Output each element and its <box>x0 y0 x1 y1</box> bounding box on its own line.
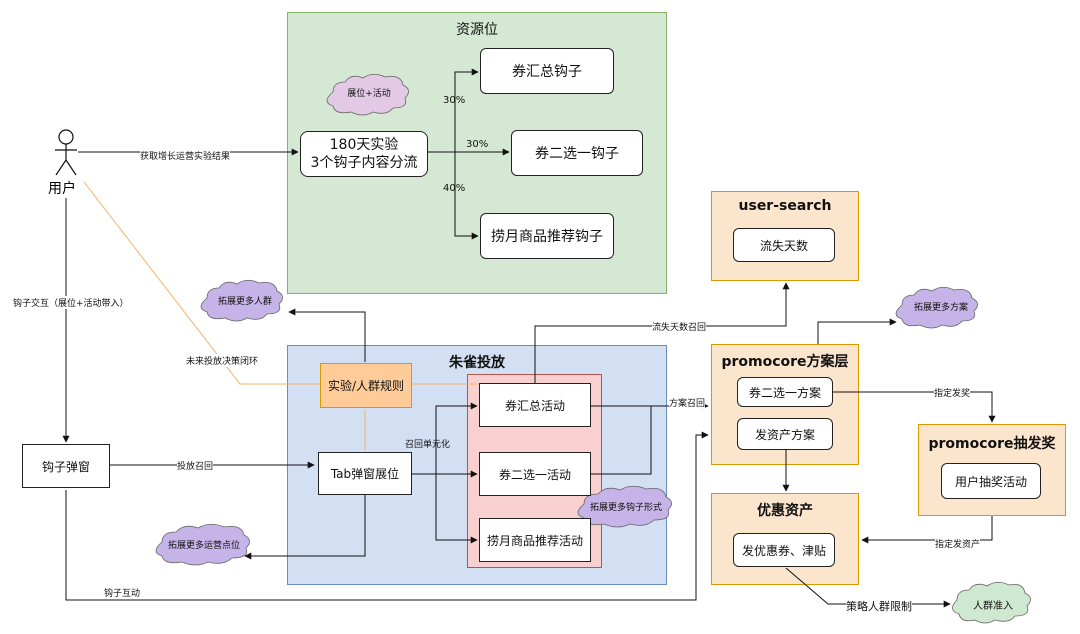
hook-laoyue-box[interactable]: 捞月商品推荐钩子 <box>480 213 614 259</box>
hook-popup-box[interactable]: 钩子弹窗 <box>22 444 110 488</box>
plan-choose-box[interactable]: 券二选一方案 <box>737 377 833 407</box>
label-hook-interact: 钩子互动 <box>104 589 141 599</box>
act-choose-box[interactable]: 券二选一活动 <box>479 452 591 496</box>
arrow-expand-plan <box>817 318 897 344</box>
label-strategy-limit: 策略人群限制 <box>846 598 912 614</box>
cloud-crowd-access-shape <box>952 581 1031 624</box>
promocore-plan-title: promocore方案层 <box>721 354 849 370</box>
arrow-act-laoyue <box>435 474 478 544</box>
cloud-crowd-access: 人群准入 <box>973 600 1013 612</box>
user-search-title: user-search <box>738 198 832 214</box>
experiment-rule-box[interactable]: 实验/人群规则 <box>320 363 412 408</box>
cloud-expand-slot: 拓展更多运营点位 <box>167 540 240 551</box>
cloud-expand-plan-shape <box>895 286 978 329</box>
label-pct-3: 40% <box>443 183 466 194</box>
arrow-expand-crowd <box>288 308 366 362</box>
act-laoyue-box[interactable]: 捞月商品推荐活动 <box>479 518 591 562</box>
label-pct-2: 30% <box>466 139 489 150</box>
arrow-hook-interact <box>65 431 709 601</box>
arrow-hook-laoyue <box>454 152 479 240</box>
act-summary-box[interactable]: 券汇总活动 <box>479 383 591 427</box>
hook-choose-box[interactable]: 券二选一钩子 <box>511 130 643 176</box>
arrow-expand-slot <box>244 495 366 560</box>
line-plan-recall-join <box>591 406 652 475</box>
label-specify-asset: 指定发资产 <box>935 537 981 550</box>
cloud-expand-crowd: 拓展更多人群 <box>217 296 272 307</box>
zhuque-region-title: 朱雀投放 <box>449 355 505 371</box>
arrow-lost-recall <box>534 282 790 383</box>
user-actor-figure <box>55 129 77 176</box>
experiment-box-label: 180天实验 3个钩子内容分流 <box>310 137 418 171</box>
arrow-specify-asset <box>861 516 993 544</box>
experiment-box[interactable]: 180天实验 3个钩子内容分流 <box>300 131 428 177</box>
label-get-result: 获取增长运营实验结果 <box>140 149 231 162</box>
cloud-expand-hook-shape <box>577 485 672 528</box>
arrow-hook-summary <box>454 68 479 152</box>
promocore-lottery-title: promocore抽发奖 <box>928 436 1056 452</box>
cloud-expand-hook: 拓展更多钩子形式 <box>589 502 662 513</box>
cloud-slot-activity: 展位+活动 <box>347 88 391 99</box>
plan-issue-box[interactable]: 发资产方案 <box>737 418 833 450</box>
cloud-slot-activity-shape <box>326 73 409 116</box>
user-actor-label: 用户 <box>48 181 76 197</box>
label-lost-recall: 流失天数召回 <box>652 320 707 333</box>
lottery-activity-box[interactable]: 用户抽奖活动 <box>941 463 1041 499</box>
label-recall-deliver: 投放召回 <box>177 459 214 472</box>
line-future-loop <box>83 181 320 385</box>
hook-summary-box[interactable]: 券汇总钩子 <box>480 48 614 94</box>
issue-coupon-box[interactable]: 发优惠券、津贴 <box>733 533 835 567</box>
resource-region-title: 资源位 <box>456 22 498 38</box>
lost-days-box[interactable]: 流失天数 <box>733 228 835 262</box>
tab-popup-box[interactable]: Tab弹窗展位 <box>318 452 412 495</box>
arrow-act-summary <box>435 402 478 474</box>
label-pct-1: 30% <box>443 95 466 106</box>
label-future-loop: 未来投放决策闭环 <box>186 354 259 367</box>
label-specify-issue: 指定发奖 <box>934 386 971 399</box>
cloud-expand-crowd-shape <box>200 279 283 322</box>
label-hook-interact-slot: 钩子交互（展位+活动带入） <box>13 296 129 309</box>
label-recall-unit: 召回单元化 <box>405 440 451 450</box>
arrow-specify-issue <box>833 391 996 423</box>
cloud-expand-plan: 拓展更多方案 <box>913 302 968 313</box>
label-plan-recall: 方案召回 <box>669 396 706 409</box>
coupon-asset-title: 优惠资产 <box>757 503 813 519</box>
cloud-expand-slot-shape <box>155 523 250 566</box>
